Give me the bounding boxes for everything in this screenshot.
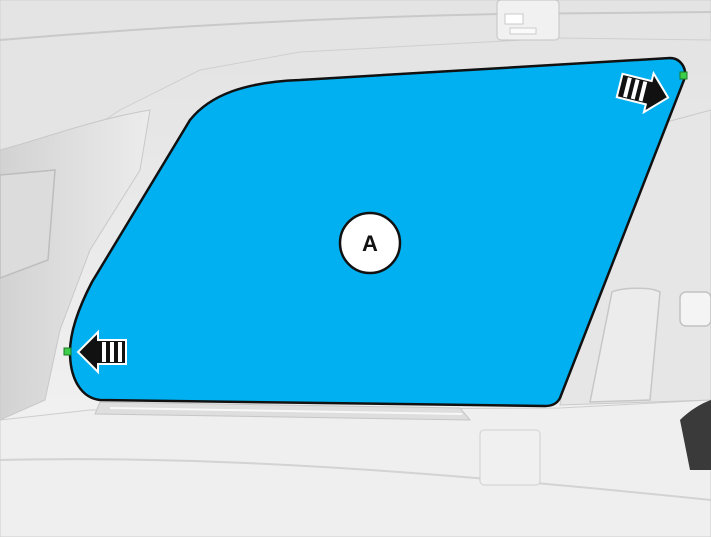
- dome-light: [497, 0, 559, 40]
- lower-trim-box: [480, 430, 540, 485]
- upper-right-marker: [680, 72, 687, 79]
- callout-label: A: [362, 231, 378, 256]
- right-handle: [680, 292, 711, 326]
- lower-left-marker: [64, 348, 71, 355]
- callout-a: A: [340, 213, 400, 273]
